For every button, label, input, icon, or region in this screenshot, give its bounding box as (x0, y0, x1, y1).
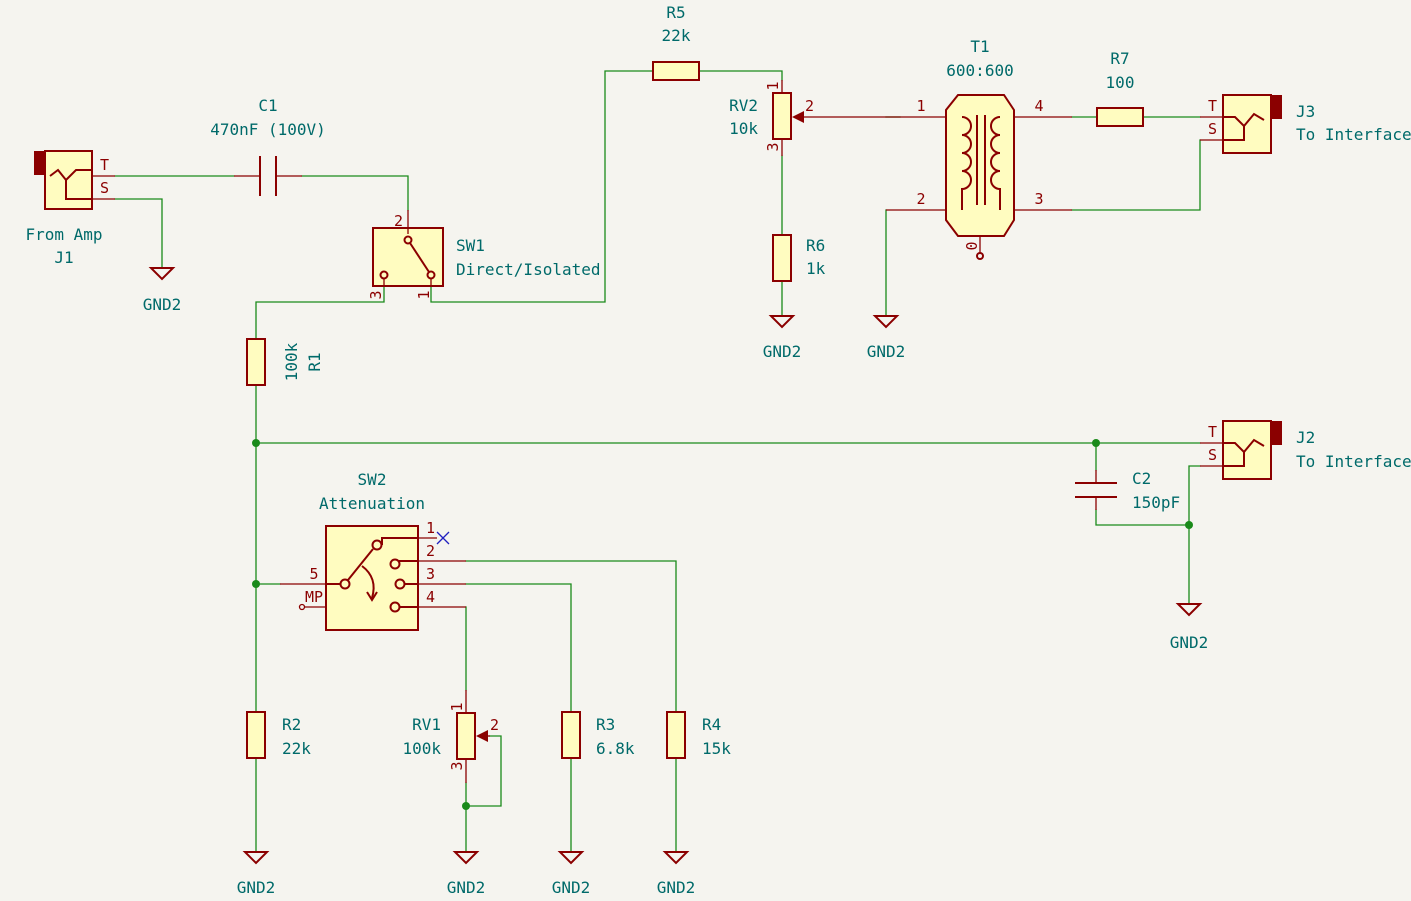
j1-value: From Amp (25, 225, 102, 244)
wires (114, 70, 1201, 853)
sw2-pin-mp: MP (305, 588, 323, 606)
resistor-r6[interactable]: R6 1k (772, 234, 826, 282)
t1-pin3: 3 (1034, 190, 1043, 208)
sw1-ref: SW1 (456, 236, 485, 255)
sw2-pin2: 2 (426, 542, 435, 560)
transformer-t1[interactable]: 1 2 4 3 0 T1 600:600 (886, 37, 1072, 260)
j3-value: To Interface (1296, 125, 1411, 144)
resistor-r2[interactable]: R2 22k (246, 711, 311, 759)
c1-ref: C1 (258, 96, 277, 115)
capacitor-c1[interactable]: C1 470nF (100V) (210, 96, 326, 196)
sw2-pin4: 4 (426, 588, 435, 606)
r3-value: 6.8k (596, 739, 635, 758)
r7-value: 100 (1106, 73, 1135, 92)
resistor-r7[interactable]: R7 100 (1096, 49, 1144, 127)
sw1-pin2: 2 (394, 212, 403, 230)
ground-label: GND2 (657, 878, 696, 897)
ground-label: GND2 (447, 878, 486, 897)
sw2-value: Attenuation (319, 494, 425, 513)
jack-j1[interactable]: T S From Amp J1 (25, 150, 115, 267)
r3-ref: R3 (596, 715, 615, 734)
ground-symbol: GND2 (763, 315, 802, 361)
j2-value: To Interface (1296, 452, 1411, 471)
resistor-r1[interactable]: 100k R1 (246, 338, 324, 386)
r1-value: 100k (282, 342, 301, 381)
ground-symbol: GND2 (867, 315, 906, 361)
jack-j3[interactable]: T S J3 To Interface (1200, 94, 1411, 154)
sw2-pin3: 3 (426, 565, 435, 583)
j3-pin-sleeve: S (1208, 120, 1217, 138)
r6-value: 1k (806, 259, 826, 278)
ground-label: GND2 (867, 342, 906, 361)
ground-symbol: GND2 (1170, 603, 1209, 652)
rv2-pin1: 1 (764, 81, 782, 90)
resistor-r4[interactable]: R4 15k (666, 711, 731, 759)
ground-label: GND2 (552, 878, 591, 897)
rv2-value: 10k (729, 119, 758, 138)
j1-pin-sleeve: S (100, 179, 109, 197)
c2-ref: C2 (1132, 469, 1151, 488)
sw2-pin1: 1 (426, 519, 435, 537)
c1-value: 470nF (100V) (210, 120, 326, 139)
t1-pin2: 2 (916, 190, 925, 208)
j1-ref: J1 (54, 248, 73, 267)
rotary-switch-sw2[interactable]: 1 2 3 4 5 MP SW2 Attenuation (280, 470, 466, 631)
r4-value: 15k (702, 739, 731, 758)
j2-ref: J2 (1296, 428, 1315, 447)
r4-ref: R4 (702, 715, 721, 734)
sw1-value: Direct/Isolated (456, 260, 601, 279)
switch-sw1[interactable]: 2 3 1 SW1 Direct/Isolated (367, 210, 601, 300)
ground-label: GND2 (237, 878, 276, 897)
rv1-pin1: 1 (448, 702, 466, 711)
rv1-pin3: 3 (448, 761, 466, 770)
r5-ref: R5 (666, 3, 685, 22)
r2-ref: R2 (282, 715, 301, 734)
sw1-pin3: 3 (367, 290, 385, 299)
j2-pin-sleeve: S (1208, 446, 1217, 464)
rv1-value: 100k (402, 739, 441, 758)
t1-ref: T1 (970, 37, 989, 56)
t1-pin0: 0 (963, 241, 981, 250)
j2-pin-tip: T (1208, 423, 1217, 441)
t1-value: 600:600 (946, 61, 1013, 80)
r7-ref: R7 (1110, 49, 1129, 68)
rv1-pin2: 2 (490, 716, 499, 734)
ground-symbol: GND2 (447, 851, 486, 897)
rv1-ref: RV1 (412, 715, 441, 734)
sw1-pin1: 1 (415, 290, 433, 299)
ground-symbol: GND2 (657, 851, 696, 897)
r6-ref: R6 (806, 236, 825, 255)
t1-pin1: 1 (916, 97, 925, 115)
ground-label: GND2 (1170, 633, 1209, 652)
rv2-ref: RV2 (729, 96, 758, 115)
ground-symbol: GND2 (143, 267, 182, 314)
potentiometer-rv1[interactable]: 2 1 3 RV1 100k (402, 690, 499, 783)
r5-value: 22k (662, 26, 691, 45)
ground-label: GND2 (763, 342, 802, 361)
ground-symbol: GND2 (552, 851, 591, 897)
potentiometer-rv2[interactable]: 2 1 3 RV2 10k (729, 80, 886, 156)
jack-j2[interactable]: T S J2 To Interface (1200, 420, 1411, 480)
junctions (252, 439, 1193, 810)
j3-ref: J3 (1296, 102, 1315, 121)
t1-pin4: 4 (1034, 97, 1043, 115)
capacitor-c2[interactable]: C2 150pF (1075, 469, 1180, 512)
sw2-ref: SW2 (358, 470, 387, 489)
ground-symbol: GND2 (237, 851, 276, 897)
c2-value: 150pF (1132, 493, 1180, 512)
rv2-pin3: 3 (764, 142, 782, 151)
r1-ref: R1 (305, 352, 324, 371)
ground-label: GND2 (143, 295, 182, 314)
rv2-pin2: 2 (805, 97, 814, 115)
r2-value: 22k (282, 739, 311, 758)
resistor-r5[interactable]: R5 22k (652, 3, 700, 81)
resistor-r3[interactable]: R3 6.8k (561, 711, 635, 759)
j3-pin-tip: T (1208, 97, 1217, 115)
sw2-pin5: 5 (309, 565, 318, 583)
j1-pin-tip: T (100, 156, 109, 174)
